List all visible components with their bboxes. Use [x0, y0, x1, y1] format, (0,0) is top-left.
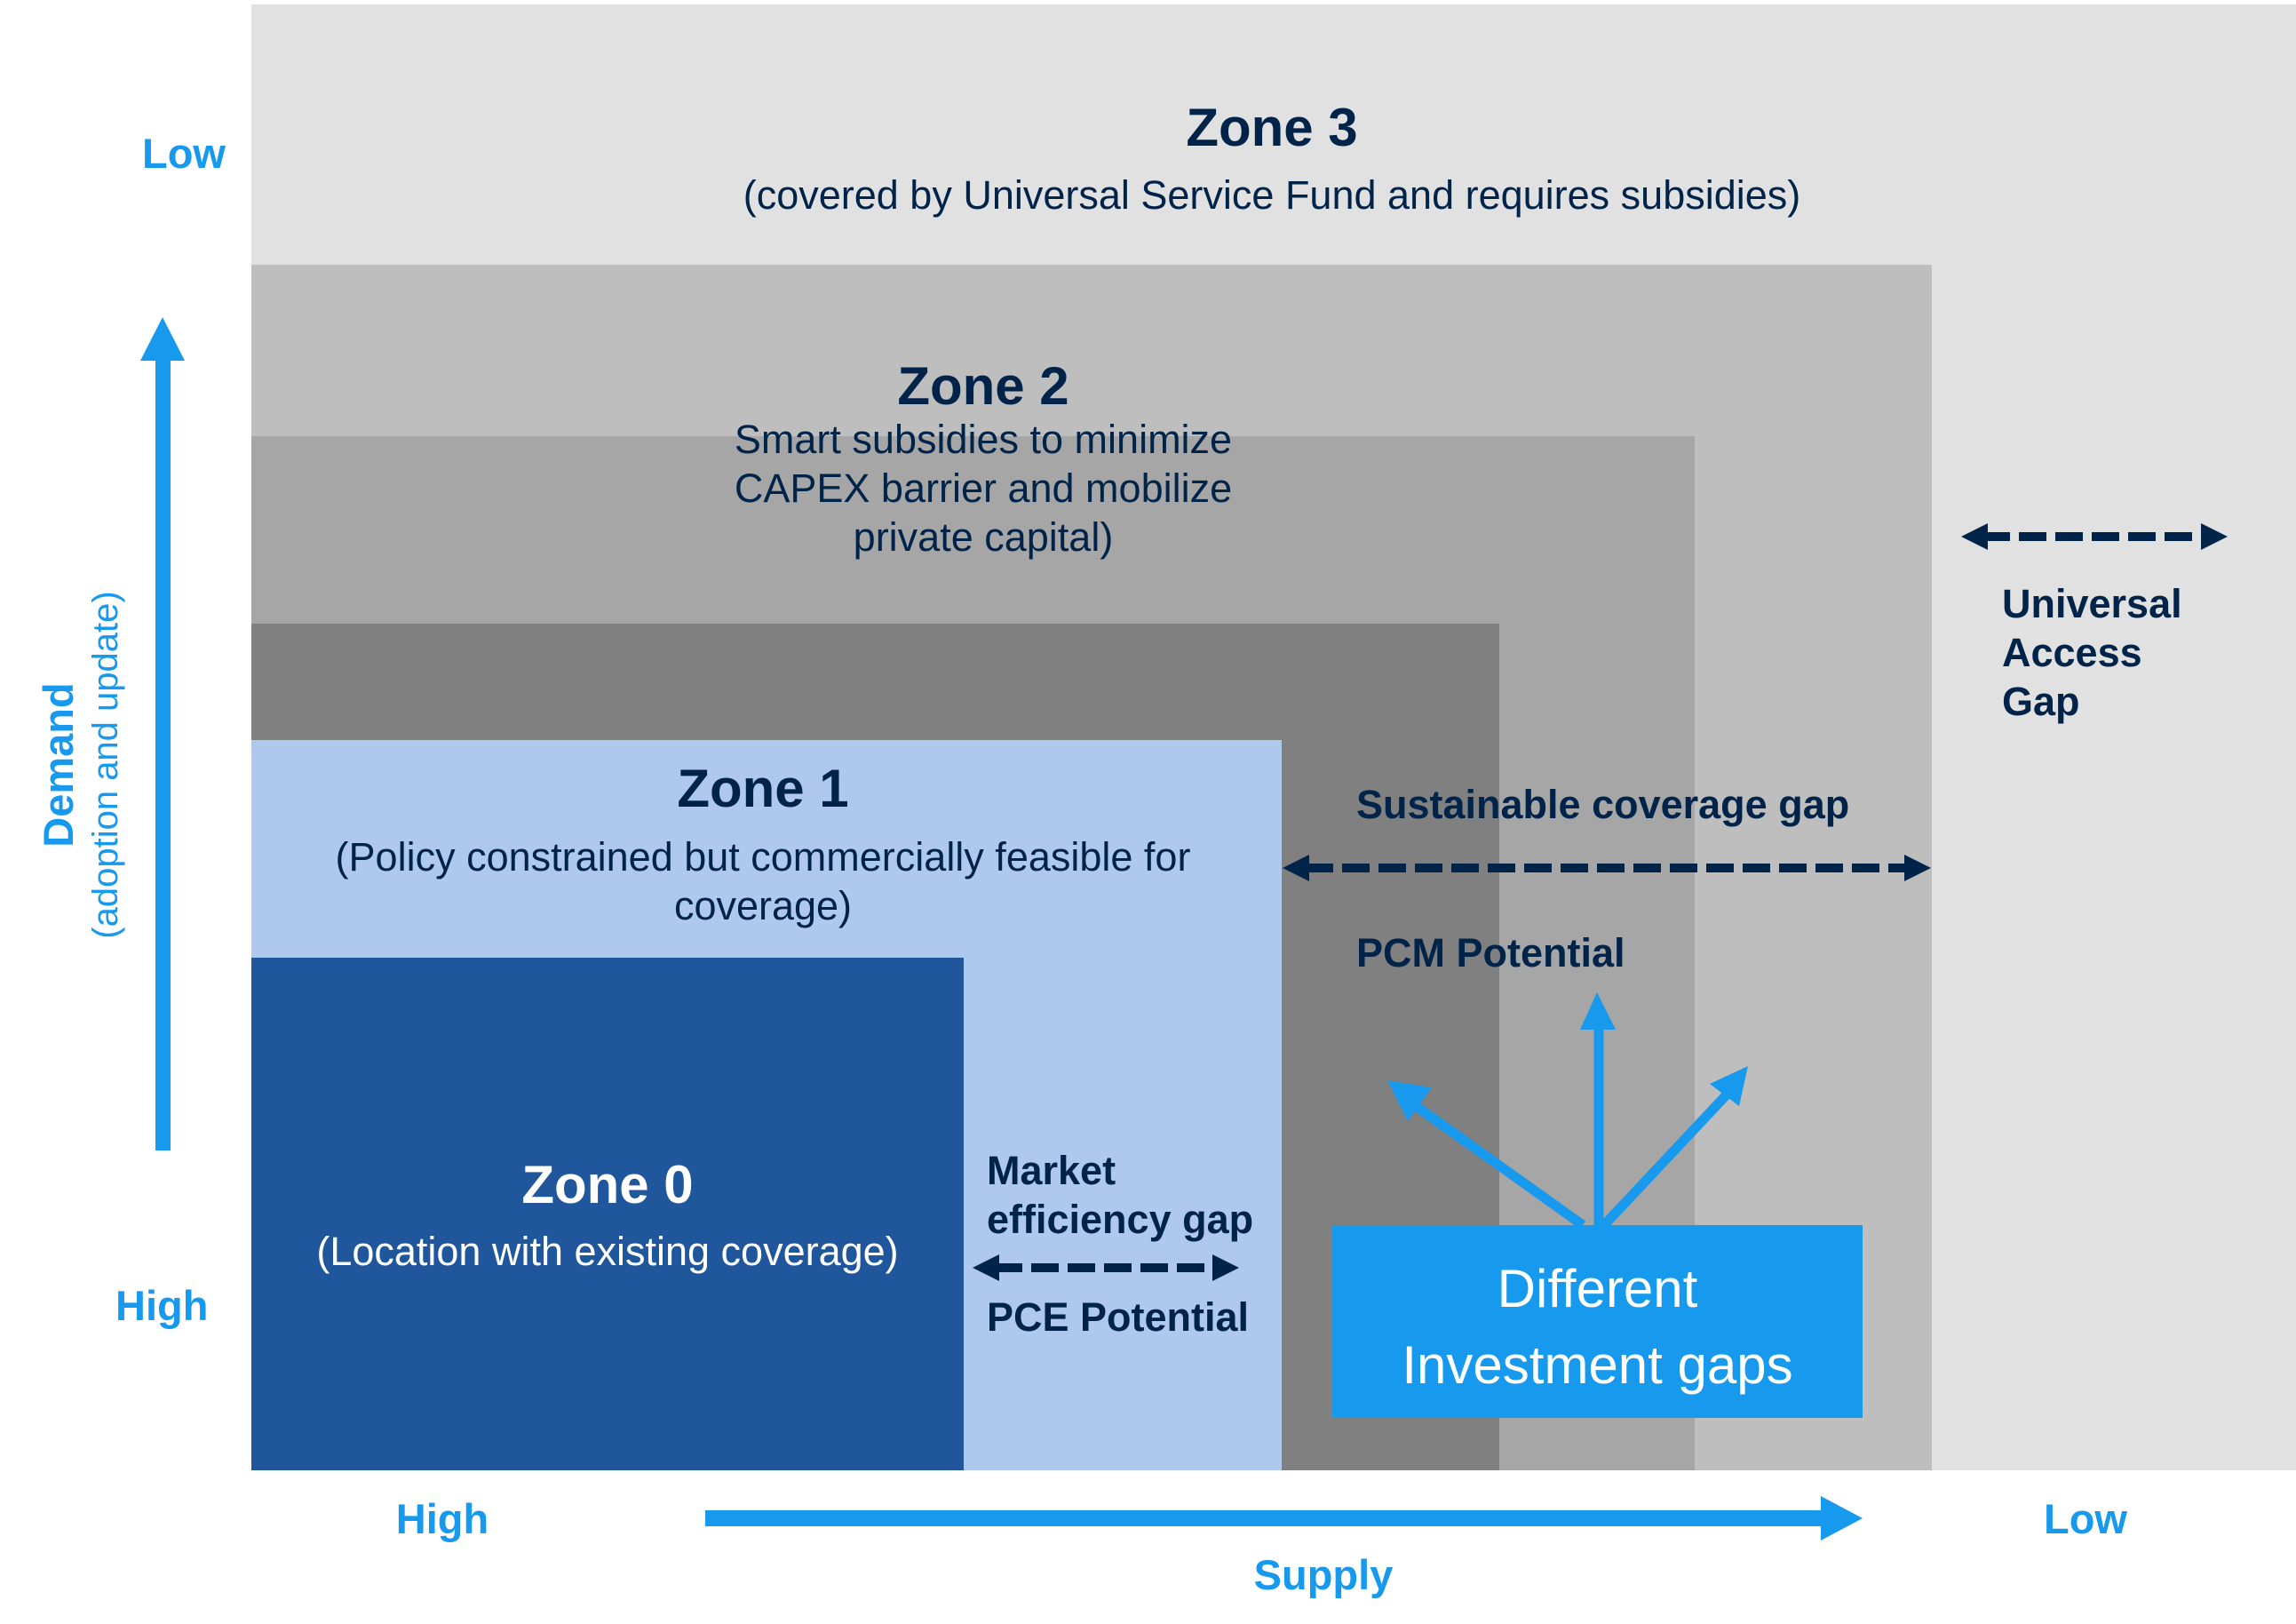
pcm-potential-label: PCM Potential — [1356, 930, 1625, 975]
market-efficiency-gap-arrow — [973, 1254, 1239, 1281]
demand-axis-title: Demand — [35, 682, 82, 848]
zone-2-line: private capital) — [853, 514, 1114, 560]
demand-axis-arrow — [140, 317, 185, 1150]
market-efficiency-gap-line: Market — [987, 1148, 1116, 1193]
demand-axis-title-wrap: Demand — [35, 521, 82, 1009]
demand-axis-subtitle-wrap: (adoption and update) — [83, 521, 128, 1009]
demand-axis-subtitle: (adoption and update) — [86, 591, 125, 939]
universal-access-gap-line: Gap — [2002, 679, 2080, 724]
investment-gaps-text: Different Investment gaps — [1332, 1251, 1863, 1404]
supply-high-label: High — [395, 1495, 489, 1542]
universal-access-gap-label: Universal Access Gap — [2002, 579, 2182, 726]
demand-high-label: High — [115, 1282, 209, 1329]
zone-0-subtitle: (Location with existing coverage) — [316, 1229, 899, 1274]
pcm-potential-arrows — [1387, 992, 1748, 1230]
supply-axis-title: Supply — [1253, 1551, 1394, 1598]
pce-potential-label: PCE Potential — [987, 1294, 1250, 1340]
zone-0-region — [251, 958, 964, 1470]
zone-2-line: Smart subsidies to minimize — [734, 417, 1233, 462]
supply-low-label: Low — [2044, 1495, 2127, 1542]
universal-access-gap-line: Universal — [2002, 581, 2182, 626]
supply-axis-arrow — [705, 1496, 1863, 1540]
universal-access-gap-arrow — [1961, 523, 2228, 550]
zone-1-title: Zone 1 — [677, 759, 849, 818]
market-efficiency-gap-line: efficiency gap — [987, 1197, 1254, 1242]
demand-low-label: Low — [142, 130, 226, 177]
universal-access-gap-line: Access — [2002, 630, 2142, 675]
market-efficiency-gap-label: Market efficiency gap — [987, 1146, 1253, 1244]
zone-0-title: Zone 0 — [521, 1155, 694, 1214]
zone-1-line: coverage) — [673, 883, 853, 928]
sustainable-coverage-gap-label: Sustainable coverage gap — [1356, 782, 1850, 827]
zone-3-subtitle: (covered by Universal Service Fund and r… — [743, 172, 1801, 218]
zone-1-description: (Policy constrained but commercially fea… — [319, 832, 1207, 930]
zone-2-description: Smart subsidies to minimize CAPEX barrie… — [628, 415, 1339, 561]
investment-gaps-box — [1332, 1225, 1863, 1418]
zone-3-title: Zone 3 — [1186, 98, 1358, 157]
zone-2-title: Zone 2 — [897, 356, 1069, 416]
zone-1-line: (Policy constrained but commercially fea… — [335, 834, 1191, 880]
investment-gaps-line: Investment gaps — [1402, 1335, 1793, 1395]
sustainable-coverage-gap-arrow — [1283, 855, 1931, 881]
zone-2-line: CAPEX barrier and mobilize — [734, 466, 1233, 511]
investment-gaps-line: Different — [1497, 1259, 1698, 1318]
